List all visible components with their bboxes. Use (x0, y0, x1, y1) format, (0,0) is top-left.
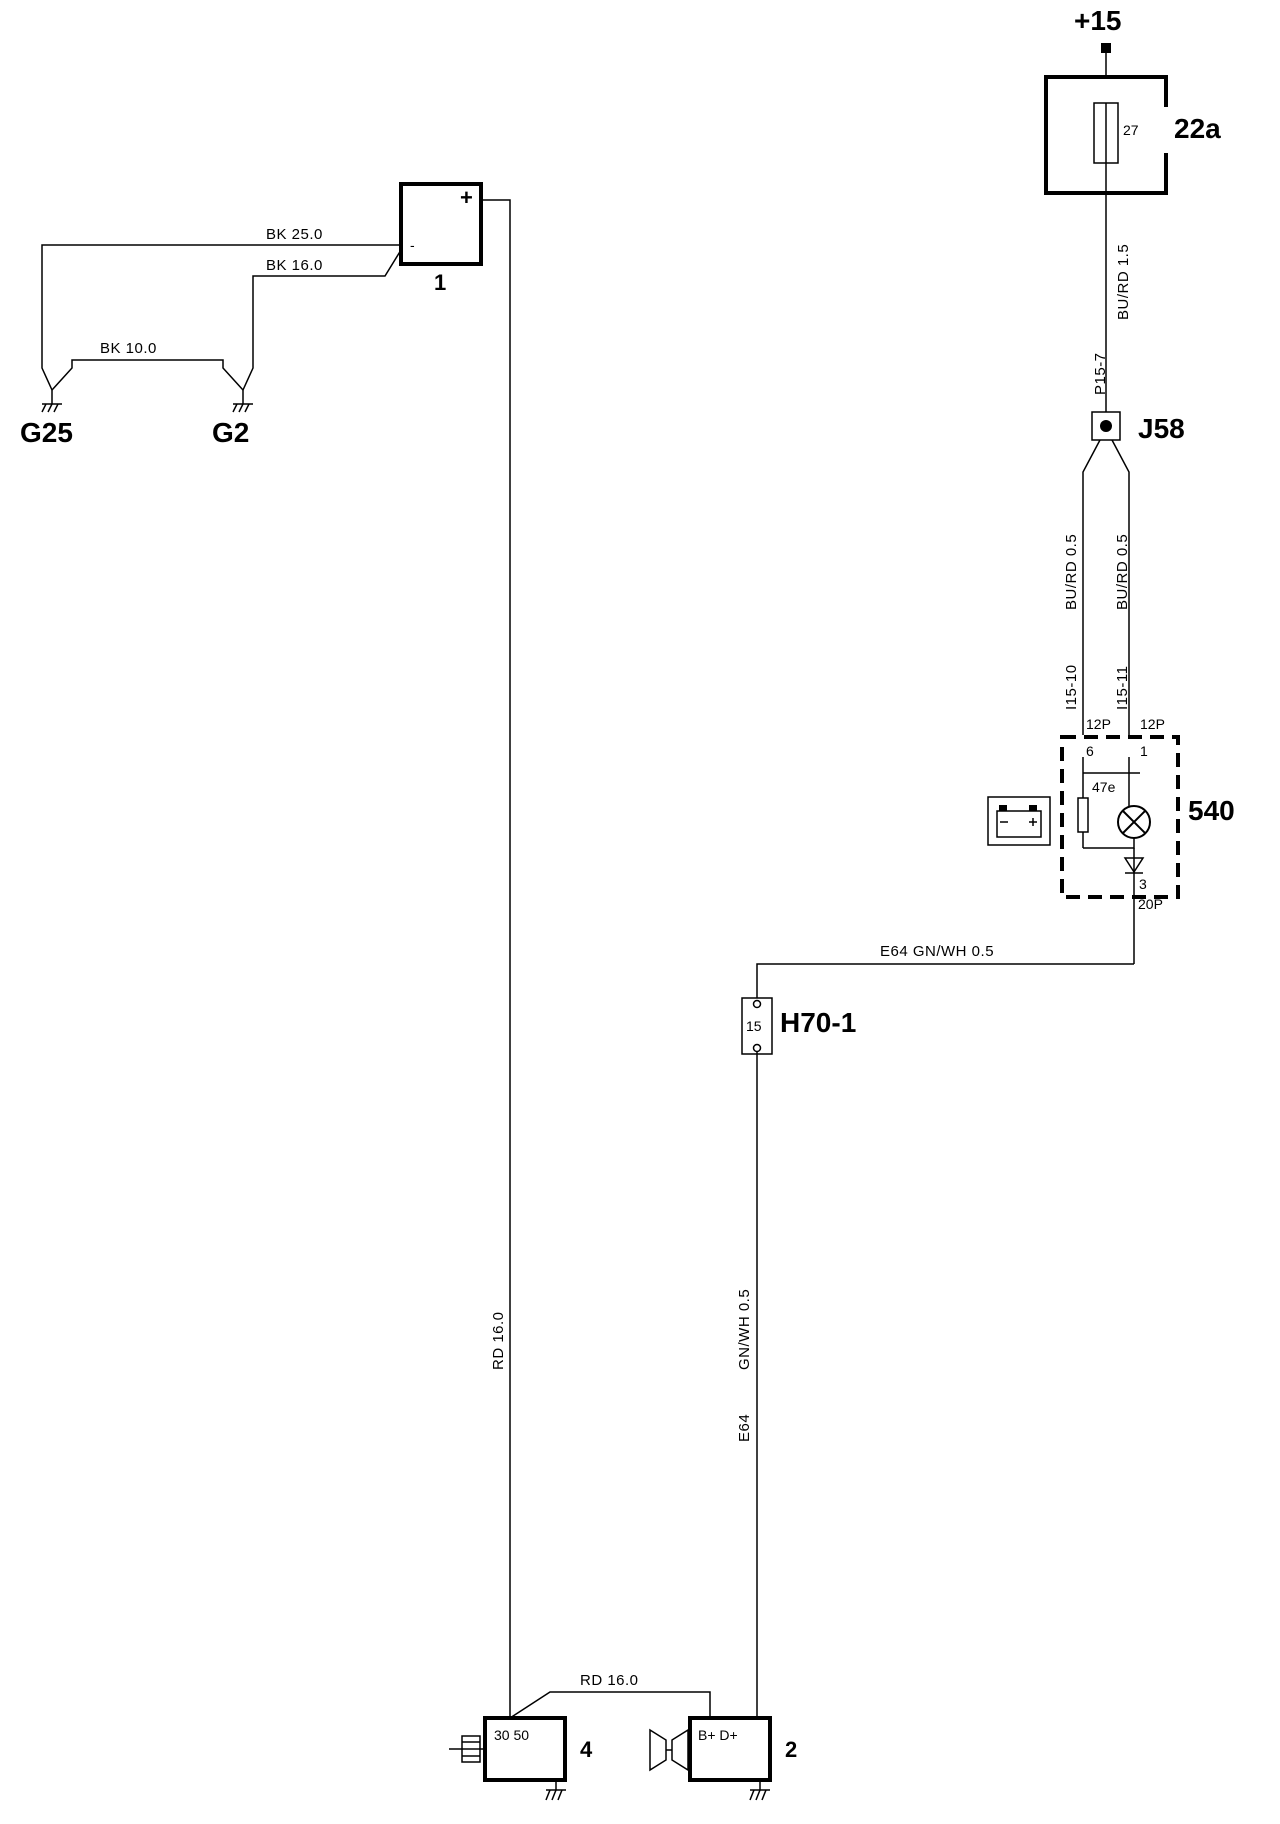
supply-terminal (1101, 43, 1111, 53)
resistor (1077, 797, 1089, 833)
wire-label-starter-alt: RD 16.0 (580, 1672, 639, 1689)
battery-minus: - (410, 237, 415, 253)
wire-label-inst-conn: E64 GN/WH 0.5 (880, 943, 994, 960)
battery-id: 1 (434, 270, 446, 295)
battery-warning-terminal-pos (1029, 805, 1037, 811)
pin-out: 3 (1139, 876, 1147, 892)
alternator-pulley-icon (649, 1728, 689, 1772)
alternator-id: 2 (785, 1737, 797, 1762)
wire-j58-left (1082, 439, 1101, 735)
conn-right-label: 12P (1140, 716, 1165, 732)
fuse-box-id: 22a (1174, 113, 1221, 144)
inst-lower-bus (1083, 838, 1135, 849)
wire-g25-g2 (51, 359, 244, 391)
alternator-pins: B+ D+ (698, 1727, 738, 1743)
wire-batt-g2 (242, 249, 402, 391)
lamp-cross-b (1122, 810, 1146, 834)
wire-label-batt-starter: RD 16.0 (490, 1311, 507, 1370)
wire-j58-right (1111, 439, 1130, 735)
starter-ground-icon (545, 1780, 566, 1801)
connector-pin-top (752, 999, 762, 1009)
conn-left-label: 12P (1086, 716, 1111, 732)
wire-code-conn-alt: E64 (736, 1414, 753, 1442)
wire-label-j58-right: BU/RD 0.5 (1114, 534, 1131, 610)
starter-motor (483, 1716, 567, 1782)
wire-label-fuse-out: BU/RD 1.5 (1115, 244, 1132, 320)
connector-pin: 15 (746, 1018, 762, 1034)
starter-id: 4 (580, 1737, 593, 1762)
wire-pin-j58-right: I15-11 (1114, 666, 1131, 710)
connector-id: H70-1 (780, 1007, 856, 1038)
instrument-540 (1060, 735, 1180, 899)
wire-pin-fuse-out: P15-7 (1092, 352, 1109, 395)
wire-batt-g25 (41, 244, 401, 391)
battery-plus: + (460, 185, 473, 210)
junction-id: J58 (1138, 413, 1185, 444)
fuse-number: 27 (1123, 122, 1139, 138)
battery-warning-terminal-neg (999, 805, 1007, 811)
fuse-box-gap (1146, 107, 1170, 153)
wire-pin-j58-left: I15-10 (1063, 664, 1080, 710)
wire-inst-connector (756, 963, 1134, 1000)
wire-label-j58-left: BU/RD 0.5 (1063, 534, 1080, 610)
battery-warning-body (996, 810, 1042, 838)
ground-g2-icon (232, 390, 253, 413)
wire-label-g25-g2: BK 10.0 (100, 340, 157, 357)
ground-g25-icon (41, 390, 62, 413)
battery (399, 182, 483, 266)
supply-label: +15 (1074, 5, 1122, 36)
pin-left: 6 (1086, 743, 1094, 759)
wire-starter-alt (509, 1691, 711, 1719)
alternator-ground-icon (749, 1780, 770, 1801)
ground-g2-label: G2 (212, 417, 249, 448)
wire-label-conn-alt: GN/WH 0.5 (736, 1289, 753, 1370)
instrument-id: 540 (1188, 795, 1235, 826)
pin-right: 1 (1140, 743, 1148, 759)
ground-g25-label: G25 (20, 417, 73, 448)
wire-batt-starter (481, 199, 511, 1718)
junction-dot (1100, 420, 1112, 432)
starter-pinion-icon (449, 1735, 485, 1763)
starter-pins: 30 50 (494, 1727, 529, 1743)
connector-pin-bottom (752, 1043, 762, 1053)
wire-label-batt-g25: BK 25.0 (266, 226, 323, 243)
lamp-code: 47e (1092, 779, 1116, 795)
conn-out-label: 20P (1138, 896, 1163, 912)
alternator (688, 1716, 772, 1782)
wire-label-batt-g2: BK 16.0 (266, 257, 323, 274)
